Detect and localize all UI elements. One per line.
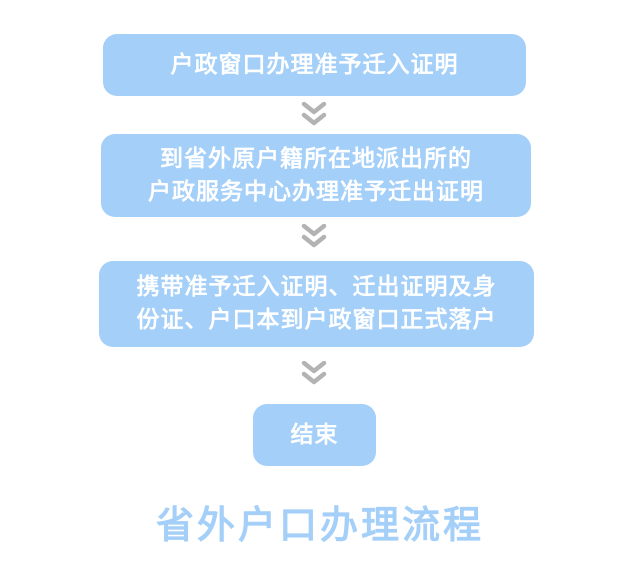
step-3-box: 携带准予迁入证明、迁出证明及身 份证、户口本到户政窗口正式落户 [99, 261, 534, 347]
step-end-box: 结束 [253, 404, 376, 466]
step-1-text: 户政窗口办理准予迁入证明 [170, 51, 459, 78]
step-1-box: 户政窗口办理准予迁入证明 [103, 34, 526, 96]
step-2-box: 到省外原户籍所在地派出所的 户政服务中心办理准予迁出证明 [101, 134, 531, 217]
double-chevron-down-icon [301, 102, 327, 126]
step-2-text-line-2: 户政服务中心办理准予迁出证明 [148, 178, 484, 205]
double-chevron-down-icon [301, 361, 327, 385]
double-chevron-down-icon [301, 224, 327, 248]
diagram-title: 省外户口办理流程 [155, 503, 484, 547]
step-3-text-line-1: 携带准予迁入证明、迁出证明及身 [136, 274, 497, 300]
step-2-text-line-1: 到省外原户籍所在地派出所的 [160, 145, 472, 172]
step-3-text-line-2: 份证、户口本到户政窗口正式落户 [136, 307, 497, 333]
step-end-text: 结束 [290, 421, 339, 448]
